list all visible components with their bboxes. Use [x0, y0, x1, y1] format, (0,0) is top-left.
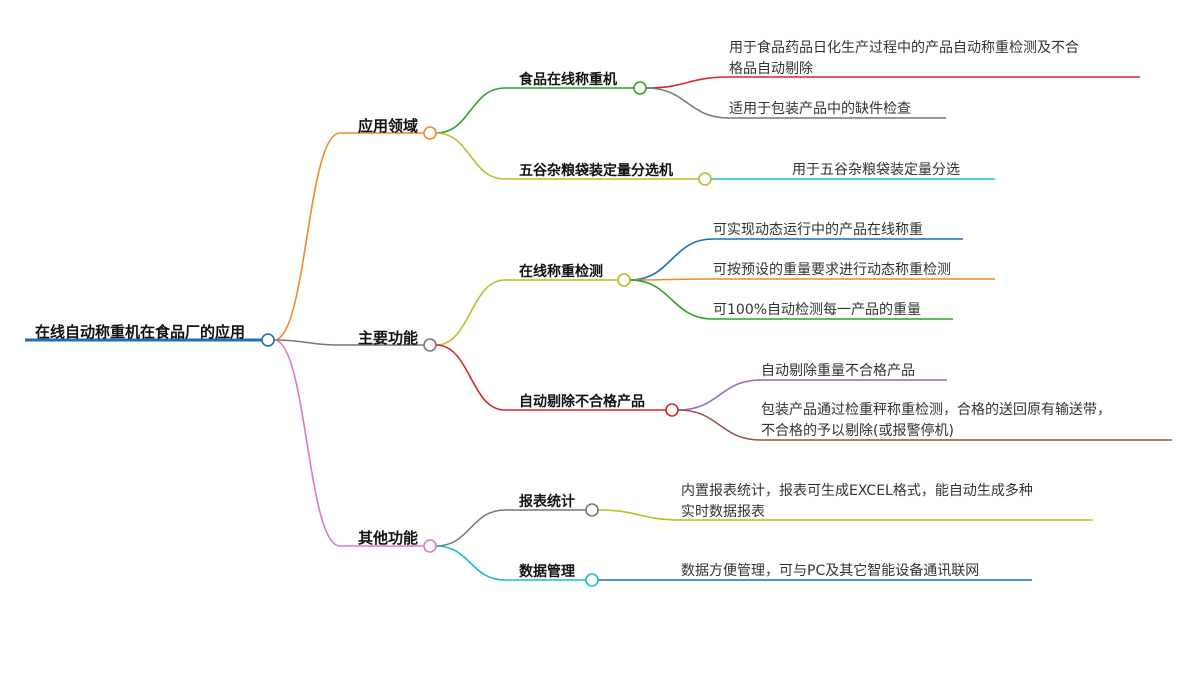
root-collapse-toggle[interactable]	[261, 333, 275, 347]
branch-collapse-toggle[interactable]	[423, 539, 437, 553]
leaf-connector	[629, 278, 714, 281]
subtopic-collapse-toggle[interactable]	[617, 273, 631, 287]
leaf-text[interactable]: 数据方便管理，可与PC及其它智能设备通讯联网	[681, 563, 980, 579]
branch-collapse-toggle[interactable]	[423, 126, 437, 140]
connector-layer	[273, 76, 792, 581]
subtopic-collapse-toggle[interactable]	[698, 172, 712, 186]
leaf-text[interactable]: 格品自动剔除	[729, 61, 813, 77]
subtopic-connector	[435, 509, 506, 547]
leaf-text[interactable]: 实时数据报表	[681, 504, 765, 520]
branch-connector	[273, 132, 341, 341]
subtopic-connector	[435, 344, 506, 411]
leaf-text[interactable]: 不合格的予以剔除(或报警停机)	[761, 423, 954, 439]
leaf-connector	[677, 409, 762, 441]
branch-collapse-toggle[interactable]	[423, 338, 437, 352]
branch-connector	[273, 339, 341, 547]
subtopic-collapse-toggle[interactable]	[585, 503, 599, 517]
leaf-text[interactable]: 用于五谷杂粮袋装定量分选	[792, 162, 960, 178]
leaf-text[interactable]: 可按预设的重量要求进行动态称重检测	[713, 262, 951, 278]
leaf-connector	[597, 509, 682, 521]
root-topic[interactable]: 在线自动称重机在食品厂的应用	[35, 323, 246, 341]
subtopic-connector	[435, 545, 506, 581]
subtopic-collapse-toggle[interactable]	[633, 81, 647, 95]
leaf-text[interactable]: 适用于包装产品中的缺件检查	[729, 101, 911, 117]
subtopic-collapse-toggle[interactable]	[585, 573, 599, 587]
leaf-connector	[677, 379, 762, 411]
branch-topic[interactable]: 主要功能	[358, 329, 419, 347]
subtopic[interactable]: 报表统计	[519, 494, 575, 510]
subtopic[interactable]: 数据管理	[519, 564, 575, 580]
subtopic[interactable]: 食品在线称重机	[519, 72, 617, 88]
subtopic-connector	[435, 132, 506, 180]
subtopic-collapse-toggle[interactable]	[665, 403, 679, 417]
underline-layer	[25, 76, 1172, 581]
subtopic[interactable]: 自动剔除不合格产品	[519, 394, 645, 410]
leaf-text[interactable]: 自动剔除重量不合格产品	[761, 363, 915, 379]
leaf-text[interactable]: 用于食品药品日化生产过程中的产品自动称重检测及不合	[729, 40, 1079, 56]
leaf-text[interactable]: 包装产品通过检重秤称重检测，合格的送回原有输送带，	[761, 402, 1111, 418]
branch-connector	[273, 339, 341, 346]
leaf-connector	[645, 87, 730, 119]
leaf-connector	[629, 279, 714, 320]
branch-topic[interactable]: 其他功能	[358, 529, 419, 547]
leaf-connector	[645, 76, 730, 89]
subtopic-connector	[435, 87, 506, 134]
subtopic[interactable]: 在线称重检测	[519, 264, 603, 280]
subtopic[interactable]: 五谷杂粮袋装定量分选机	[519, 163, 673, 179]
branch-topic[interactable]: 应用领域	[358, 117, 419, 135]
node-layer	[261, 81, 712, 587]
subtopic-connector	[435, 279, 506, 346]
leaf-text[interactable]: 可实现动态运行中的产品在线称重	[713, 222, 923, 238]
leaf-text[interactable]: 可100%自动检测每一产品的重量	[713, 302, 922, 318]
leaf-text[interactable]: 内置报表统计，报表可生成EXCEL格式，能自动生成多种	[681, 483, 1033, 499]
leaf-connector	[629, 238, 714, 281]
